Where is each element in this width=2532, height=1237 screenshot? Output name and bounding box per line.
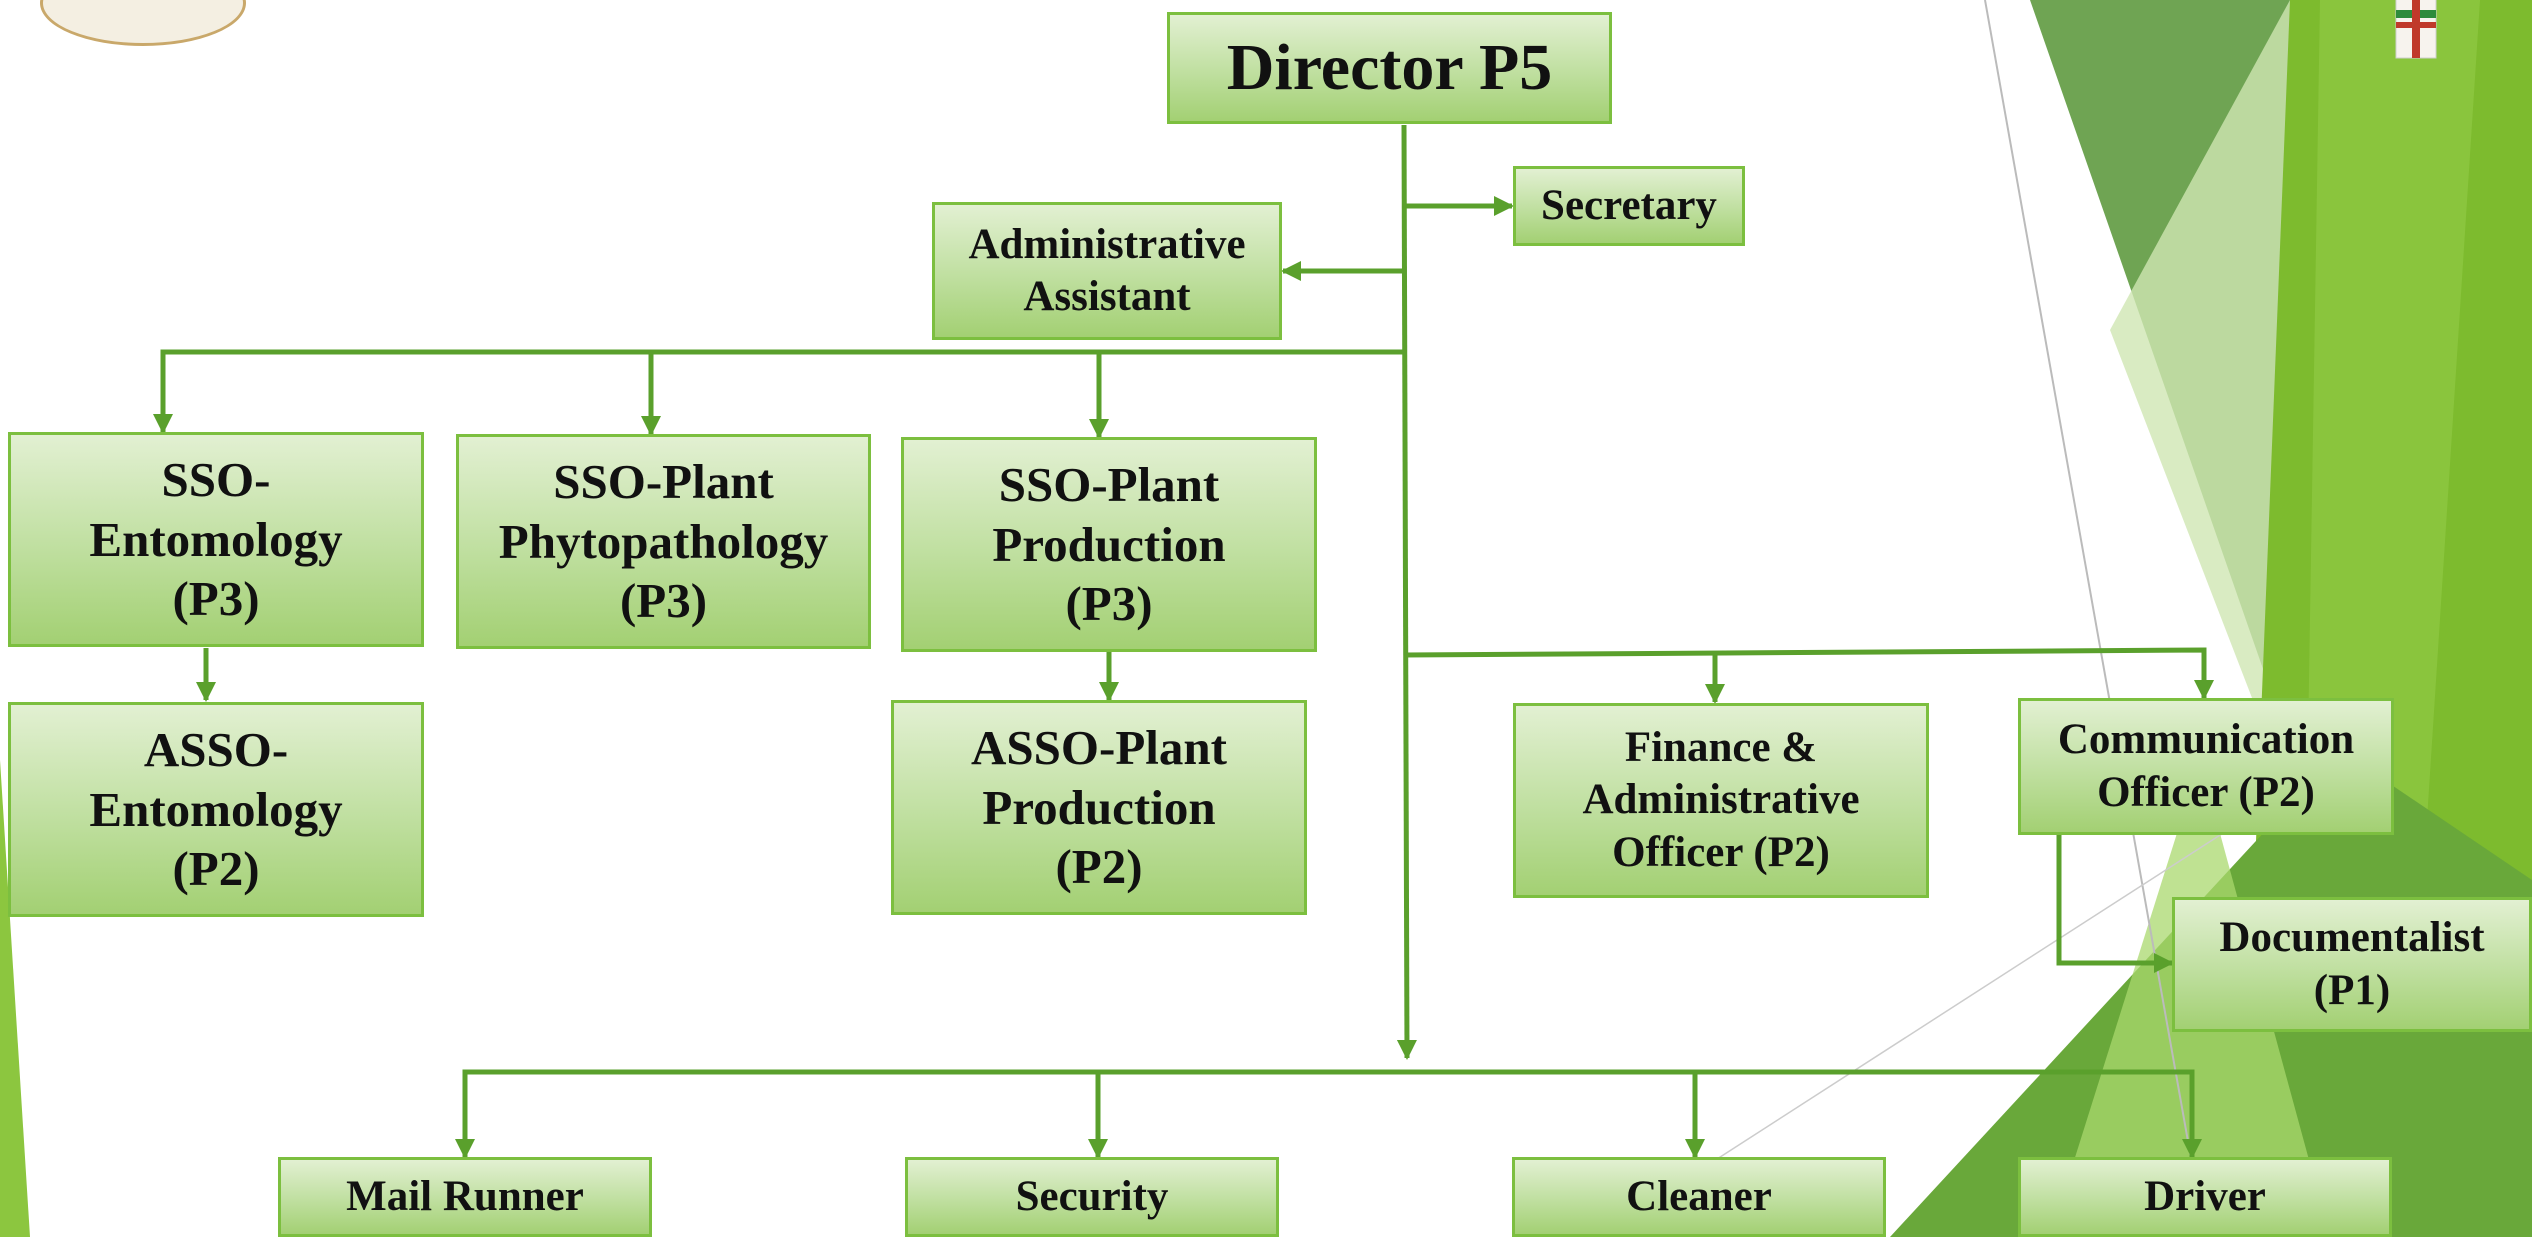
node-label: Driver: [2144, 1171, 2266, 1223]
node-cleaner: Cleaner: [1512, 1157, 1886, 1237]
node-label-line: Production: [982, 779, 1216, 835]
node-label-line: Finance &: [1624, 723, 1818, 771]
node-label: SSO-Entomology(P3): [89, 450, 342, 629]
node-label: Cleaner: [1626, 1171, 1772, 1223]
connector-trunk: [1396, 124, 1417, 1060]
node-label-line: Director P5: [1226, 30, 1553, 104]
flag-emblem-icon: [2395, 0, 2437, 59]
node-label: Secretary: [1541, 180, 1717, 232]
node-label-line: Driver: [2144, 1172, 2266, 1220]
node-label-line: SSO-: [161, 451, 271, 507]
connector-officers-bar: [1403, 647, 2214, 700]
node-mail-runner: Mail Runner: [278, 1157, 652, 1237]
node-label-line: Officer (P2): [1612, 828, 1830, 876]
node-label: Director P5: [1227, 28, 1553, 109]
node-label-line: Secretary: [1541, 181, 1717, 229]
node-label-line: Security: [1015, 1172, 1169, 1220]
node-label: ASSO-Entomology(P2): [89, 720, 342, 899]
node-secretary: Secretary: [1513, 166, 1745, 246]
node-label-line: Assistant: [1023, 273, 1191, 320]
node-label-line: (P3): [172, 571, 260, 627]
node-label-line: (P3): [619, 573, 708, 629]
node-sso-entomology: SSO-Entomology(P3): [8, 432, 424, 647]
connector-documentalist: [2056, 833, 2174, 973]
node-label: Mail Runner: [346, 1171, 584, 1223]
thin-diagonal-line-1: [1984, 0, 2206, 1237]
node-label: Security: [1016, 1171, 1169, 1223]
node-label-line: SSO-Plant: [998, 456, 1220, 512]
node-label-line: Entomology: [89, 511, 343, 567]
connector-staff-bar: [455, 1069, 1404, 1159]
node-label-line: Entomology: [89, 781, 343, 837]
node-documentalist: Documentalist(P1): [2172, 897, 2532, 1032]
node-label-line: (P1): [2313, 966, 2391, 1014]
node-security: Security: [905, 1157, 1279, 1237]
node-label-line: Administrative: [1582, 776, 1860, 824]
thin-diagonal-line-2: [1699, 789, 2291, 1171]
node-label-line: ASSO-: [143, 721, 289, 777]
left-edge-triangle: [0, 760, 30, 1237]
node-label-line: (P3): [1065, 576, 1153, 632]
connector-sso-bar: [153, 349, 1404, 434]
node-label-line: Mail Runner: [346, 1172, 584, 1220]
node-label-line: Communication: [2057, 716, 2355, 764]
node-label-line: Officer (P2): [2097, 768, 2315, 816]
node-label-line: Administrative: [968, 220, 1246, 268]
node-label: Documentalist(P1): [2219, 912, 2484, 1017]
node-label-line: (P2): [172, 841, 260, 897]
node-label-line: (P2): [1055, 839, 1143, 895]
connector-staff-bar-right: [1404, 1069, 2202, 1159]
node-asso-entomology: ASSO-Entomology(P2): [8, 702, 424, 917]
node-director: Director P5: [1167, 12, 1612, 124]
node-label-line: ASSO-Plant: [971, 719, 1227, 775]
node-label-line: Documentalist: [2219, 914, 2485, 962]
node-label-line: SSO-Plant: [553, 453, 774, 509]
node-label-line: Cleaner: [1626, 1172, 1772, 1220]
node-label-line: Phytopathology: [498, 513, 829, 569]
node-driver: Driver: [2018, 1157, 2392, 1237]
node-label-line: Production: [992, 516, 1226, 572]
